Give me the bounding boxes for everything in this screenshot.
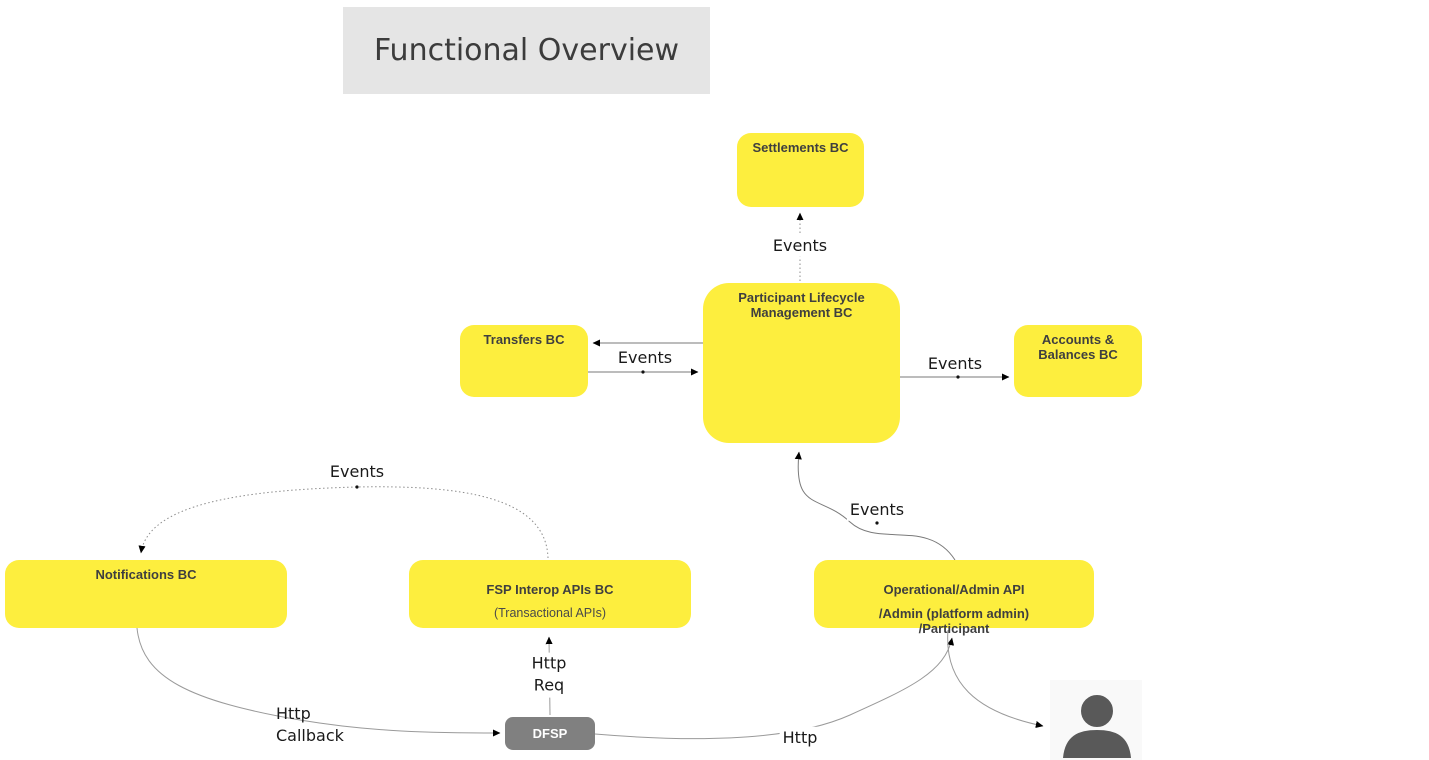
edge-dfsp-ops: [594, 637, 955, 740]
node-operational-admin-api: Operational/Admin API /Admin (platform a…: [814, 560, 1094, 636]
edge-ops-plm: [794, 451, 956, 561]
waypoint-dot: [875, 521, 879, 525]
node-transfers-bc: Transfers BC: [460, 325, 588, 397]
person-icon: [1063, 692, 1131, 758]
node-ops-admin-label: Operational/Admin API: [883, 582, 1025, 597]
node-accounts-balances-bc: Accounts & Balances BC: [1014, 325, 1142, 397]
edge-label-events-notifications: Events: [326, 460, 388, 484]
edge-label-http-req: Http Req: [528, 652, 570, 698]
node-fsp-interop-apis-bc: FSP Interop APIs BC (Transactional APIs): [409, 560, 691, 628]
edge-label-events-accounts: Events: [924, 352, 986, 376]
edge-label-events-settlements: Events: [769, 234, 831, 258]
edge-label-http-callback: Http Callback: [276, 704, 344, 746]
node-fsp-interop-sublabel: (Transactional APIs): [493, 606, 607, 620]
edge-notifications-dfsp: [136, 627, 501, 737]
diagram-title: Functional Overview: [343, 7, 710, 94]
edge-label-events-transfers: Events: [614, 346, 676, 370]
person-actor: [1050, 680, 1142, 760]
edge-ops-person: [947, 629, 1044, 729]
node-notifications-bc: Notifications BC: [5, 560, 287, 628]
edge-fsp-notifications: [138, 486, 549, 559]
waypoint-dot: [355, 485, 359, 489]
edge-label-events-ops: Events: [846, 498, 908, 522]
node-fsp-interop-label: FSP Interop APIs BC: [486, 582, 614, 597]
waypoint-dot: [956, 375, 960, 379]
edge-label-http: Http: [779, 726, 821, 750]
node-ops-admin-sublabel: /Admin (platform admin) /Participant: [878, 606, 1030, 636]
node-settlements-bc: Settlements BC: [737, 133, 864, 207]
node-participant-lifecycle-management-bc: Participant Lifecycle Management BC: [703, 283, 900, 443]
node-dfsp: DFSP: [505, 717, 595, 750]
waypoint-dot: [641, 370, 645, 374]
